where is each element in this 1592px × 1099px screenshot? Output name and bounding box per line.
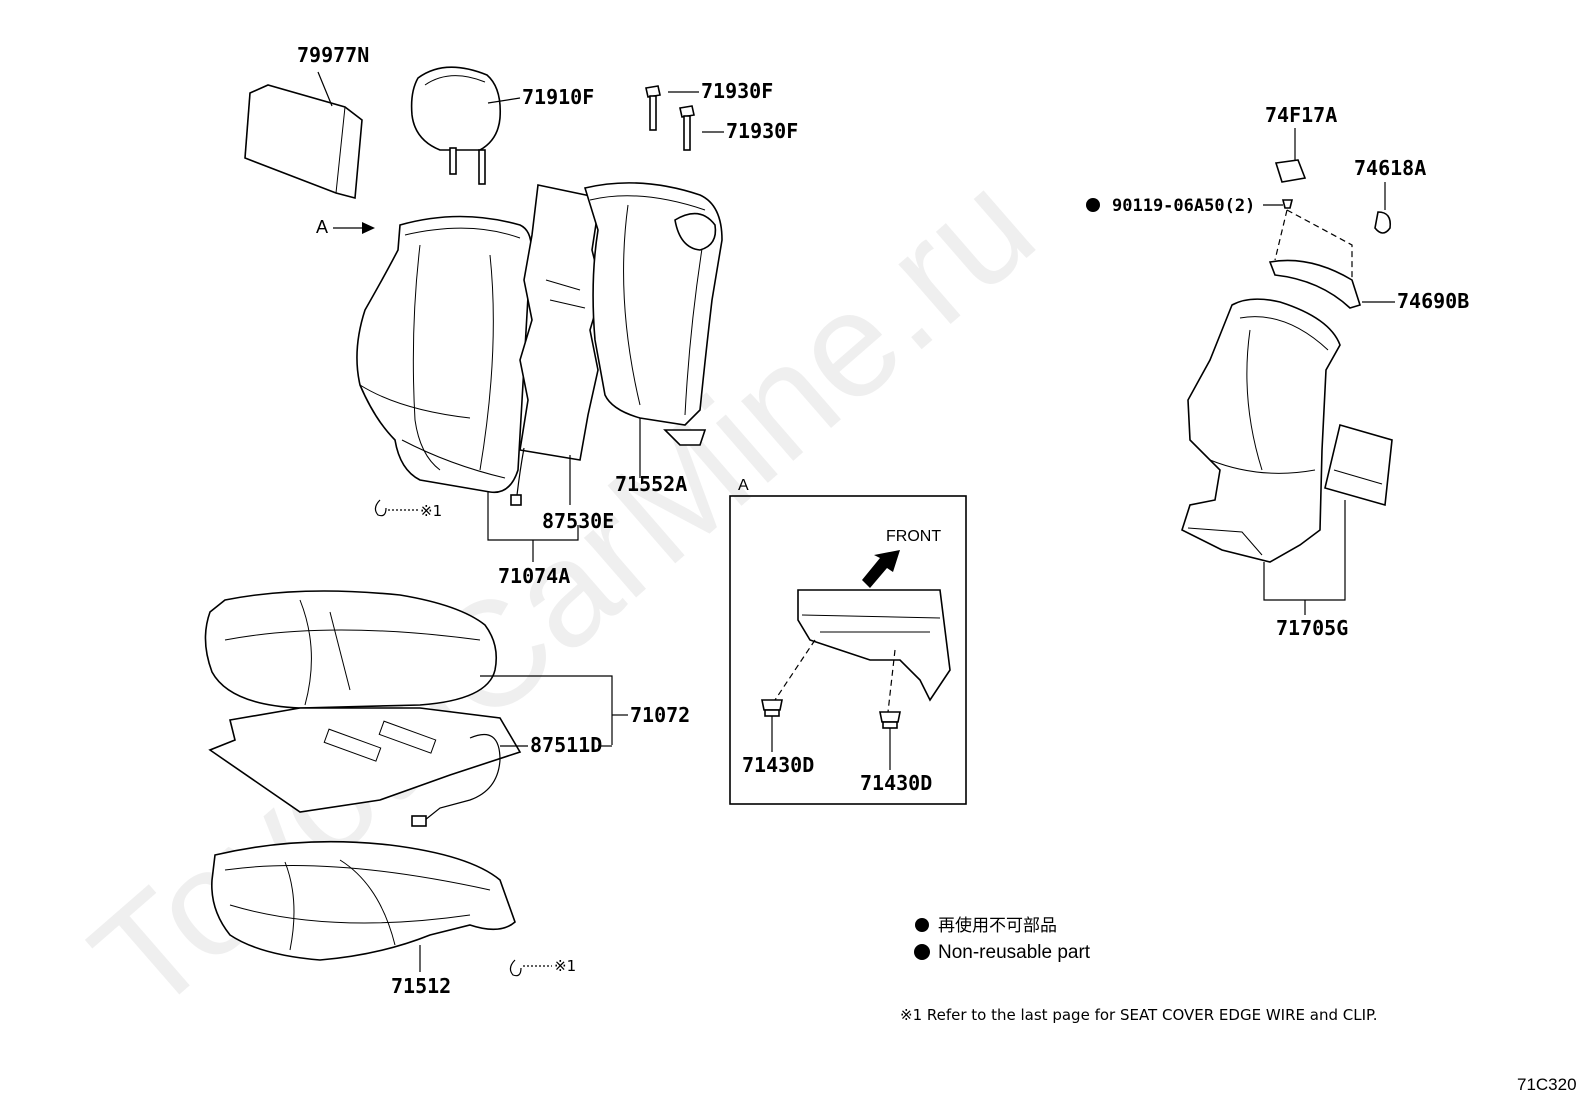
part-number-71930F-lower[interactable]: 71930F bbox=[726, 119, 798, 143]
back-garnish bbox=[1268, 259, 1362, 309]
seat-cushion-heater bbox=[208, 707, 522, 827]
headrest bbox=[410, 66, 502, 185]
bolt-icon bbox=[1281, 199, 1294, 209]
non-reusable-bolt-icon bbox=[1086, 198, 1100, 212]
part-number-71430D-left[interactable]: 71430D bbox=[742, 753, 814, 777]
part-number-74618A[interactable]: 74618A bbox=[1354, 156, 1426, 180]
edge-wire-ref-back: ※1 bbox=[420, 502, 442, 520]
detail-view-a bbox=[729, 495, 967, 805]
legend-bullet-en bbox=[914, 944, 930, 960]
edge-wire-clip-icon-cushion bbox=[509, 959, 552, 977]
part-number-71512[interactable]: 71512 bbox=[391, 974, 451, 998]
legend-en: Non-reusable part bbox=[938, 942, 1091, 963]
part-number-79977N[interactable]: 79977N bbox=[297, 43, 369, 67]
headrest-cover bbox=[244, 84, 363, 200]
headrest-support-lower bbox=[679, 105, 695, 151]
part-number-87511D[interactable]: 87511D bbox=[530, 733, 602, 757]
edge-wire-ref-cushion: ※1 bbox=[554, 957, 576, 975]
legend-bullet-jp bbox=[915, 918, 929, 932]
board-cap bbox=[1374, 211, 1392, 234]
screw-icon-right bbox=[879, 711, 901, 729]
seat-back-cover bbox=[356, 215, 533, 494]
view-marker-a: A bbox=[316, 217, 328, 237]
part-number-71072[interactable]: 71072 bbox=[630, 703, 690, 727]
part-number-71430D-right[interactable]: 71430D bbox=[860, 771, 932, 795]
part-number-71552A[interactable]: 71552A bbox=[615, 472, 687, 496]
detail-frame bbox=[797, 589, 951, 702]
detail-label-a: A bbox=[738, 477, 749, 494]
seat-back-board bbox=[1181, 298, 1341, 563]
part-number-74690B[interactable]: 74690B bbox=[1397, 289, 1469, 313]
part-number-74F17A[interactable]: 74F17A bbox=[1265, 103, 1337, 127]
board-upper bbox=[1274, 159, 1307, 183]
seat-back-frame bbox=[583, 182, 723, 446]
view-arrow-icon bbox=[362, 222, 375, 234]
part-number-71930F-upper[interactable]: 71930F bbox=[701, 79, 773, 103]
part-number-90119-06A50[interactable]: 90119-06A50(2) bbox=[1112, 196, 1255, 216]
side-panel bbox=[1324, 423, 1393, 507]
part-number-71910F[interactable]: 71910F bbox=[522, 85, 594, 109]
legend-jp: 再使用不可部品 bbox=[938, 915, 1057, 936]
part-number-71074A[interactable]: 71074A bbox=[498, 564, 570, 588]
edge-wire-clip-icon bbox=[374, 499, 418, 517]
footnote: ※1 Refer to the last page for SEAT COVER… bbox=[900, 1006, 1377, 1024]
diagram-code: 71C320 bbox=[1517, 1075, 1577, 1094]
screw-icon-left bbox=[761, 699, 783, 717]
part-number-71705G[interactable]: 71705G bbox=[1276, 616, 1348, 640]
front-label: FRONT bbox=[886, 528, 941, 545]
seat-cushion-pad bbox=[211, 840, 516, 961]
front-arrow-icon bbox=[862, 550, 900, 588]
seat-cushion-cover bbox=[204, 590, 498, 709]
headrest-support-upper bbox=[645, 85, 661, 131]
